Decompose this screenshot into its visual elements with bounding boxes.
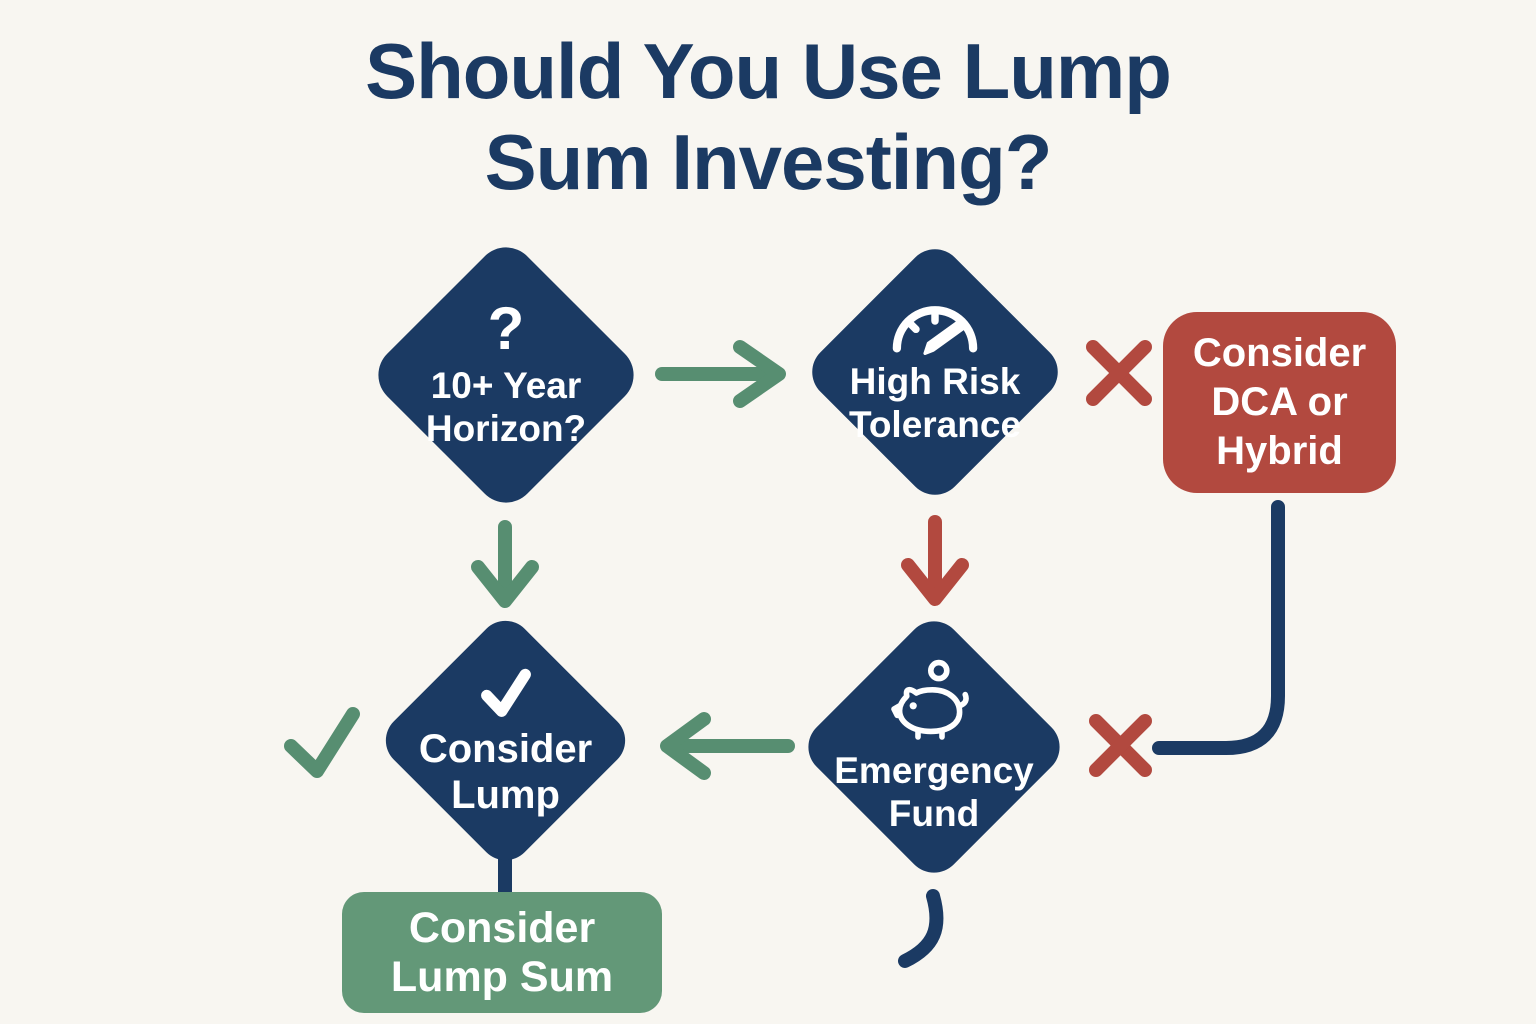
node-horizon-label: 10+ Year Horizon? xyxy=(425,365,587,449)
green-arrow-left-icon xyxy=(660,712,795,780)
node-emergency: Emergency Fund xyxy=(796,609,1072,885)
outcome-dca-box: Consider DCA or Hybrid xyxy=(1163,312,1396,493)
outcome-lump-sum-box: Consider Lump Sum xyxy=(342,892,662,1013)
red-x-icon xyxy=(1086,340,1152,406)
node-risk: High Risk Tolerance xyxy=(800,237,1070,507)
outcome-dca-label: Consider DCA or Hybrid xyxy=(1192,331,1367,473)
title-line-2: Sum Investing? xyxy=(484,118,1053,207)
gauge-icon xyxy=(892,306,978,356)
node-horizon: ? 10+ Year Horizon? xyxy=(365,234,647,516)
title-line-1: Should You Use Lump xyxy=(365,27,1172,115)
green-check-icon xyxy=(284,707,360,778)
green-arrow-right-icon xyxy=(655,340,786,408)
piggy-bank-icon xyxy=(891,660,969,741)
navy-elbow-connector xyxy=(1152,500,1285,755)
question-mark-icon: ? xyxy=(487,295,525,363)
page-title: Should You Use Lump Sum Investing? xyxy=(0,26,1536,209)
node-emergency-label: Emergency Fund xyxy=(834,750,1034,834)
navy-tail-connector xyxy=(898,889,944,968)
node-lump-label: Consider Lump xyxy=(418,726,593,817)
red-arrow-down-icon xyxy=(901,515,969,606)
node-lump: Consider Lump xyxy=(374,609,637,872)
green-arrow-down-icon xyxy=(471,520,539,608)
check-icon xyxy=(480,668,531,717)
outcome-lump-sum-label: Consider Lump Sum xyxy=(390,904,614,1001)
red-x-icon xyxy=(1089,714,1152,777)
node-risk-label: High Risk Tolerance xyxy=(848,361,1022,445)
